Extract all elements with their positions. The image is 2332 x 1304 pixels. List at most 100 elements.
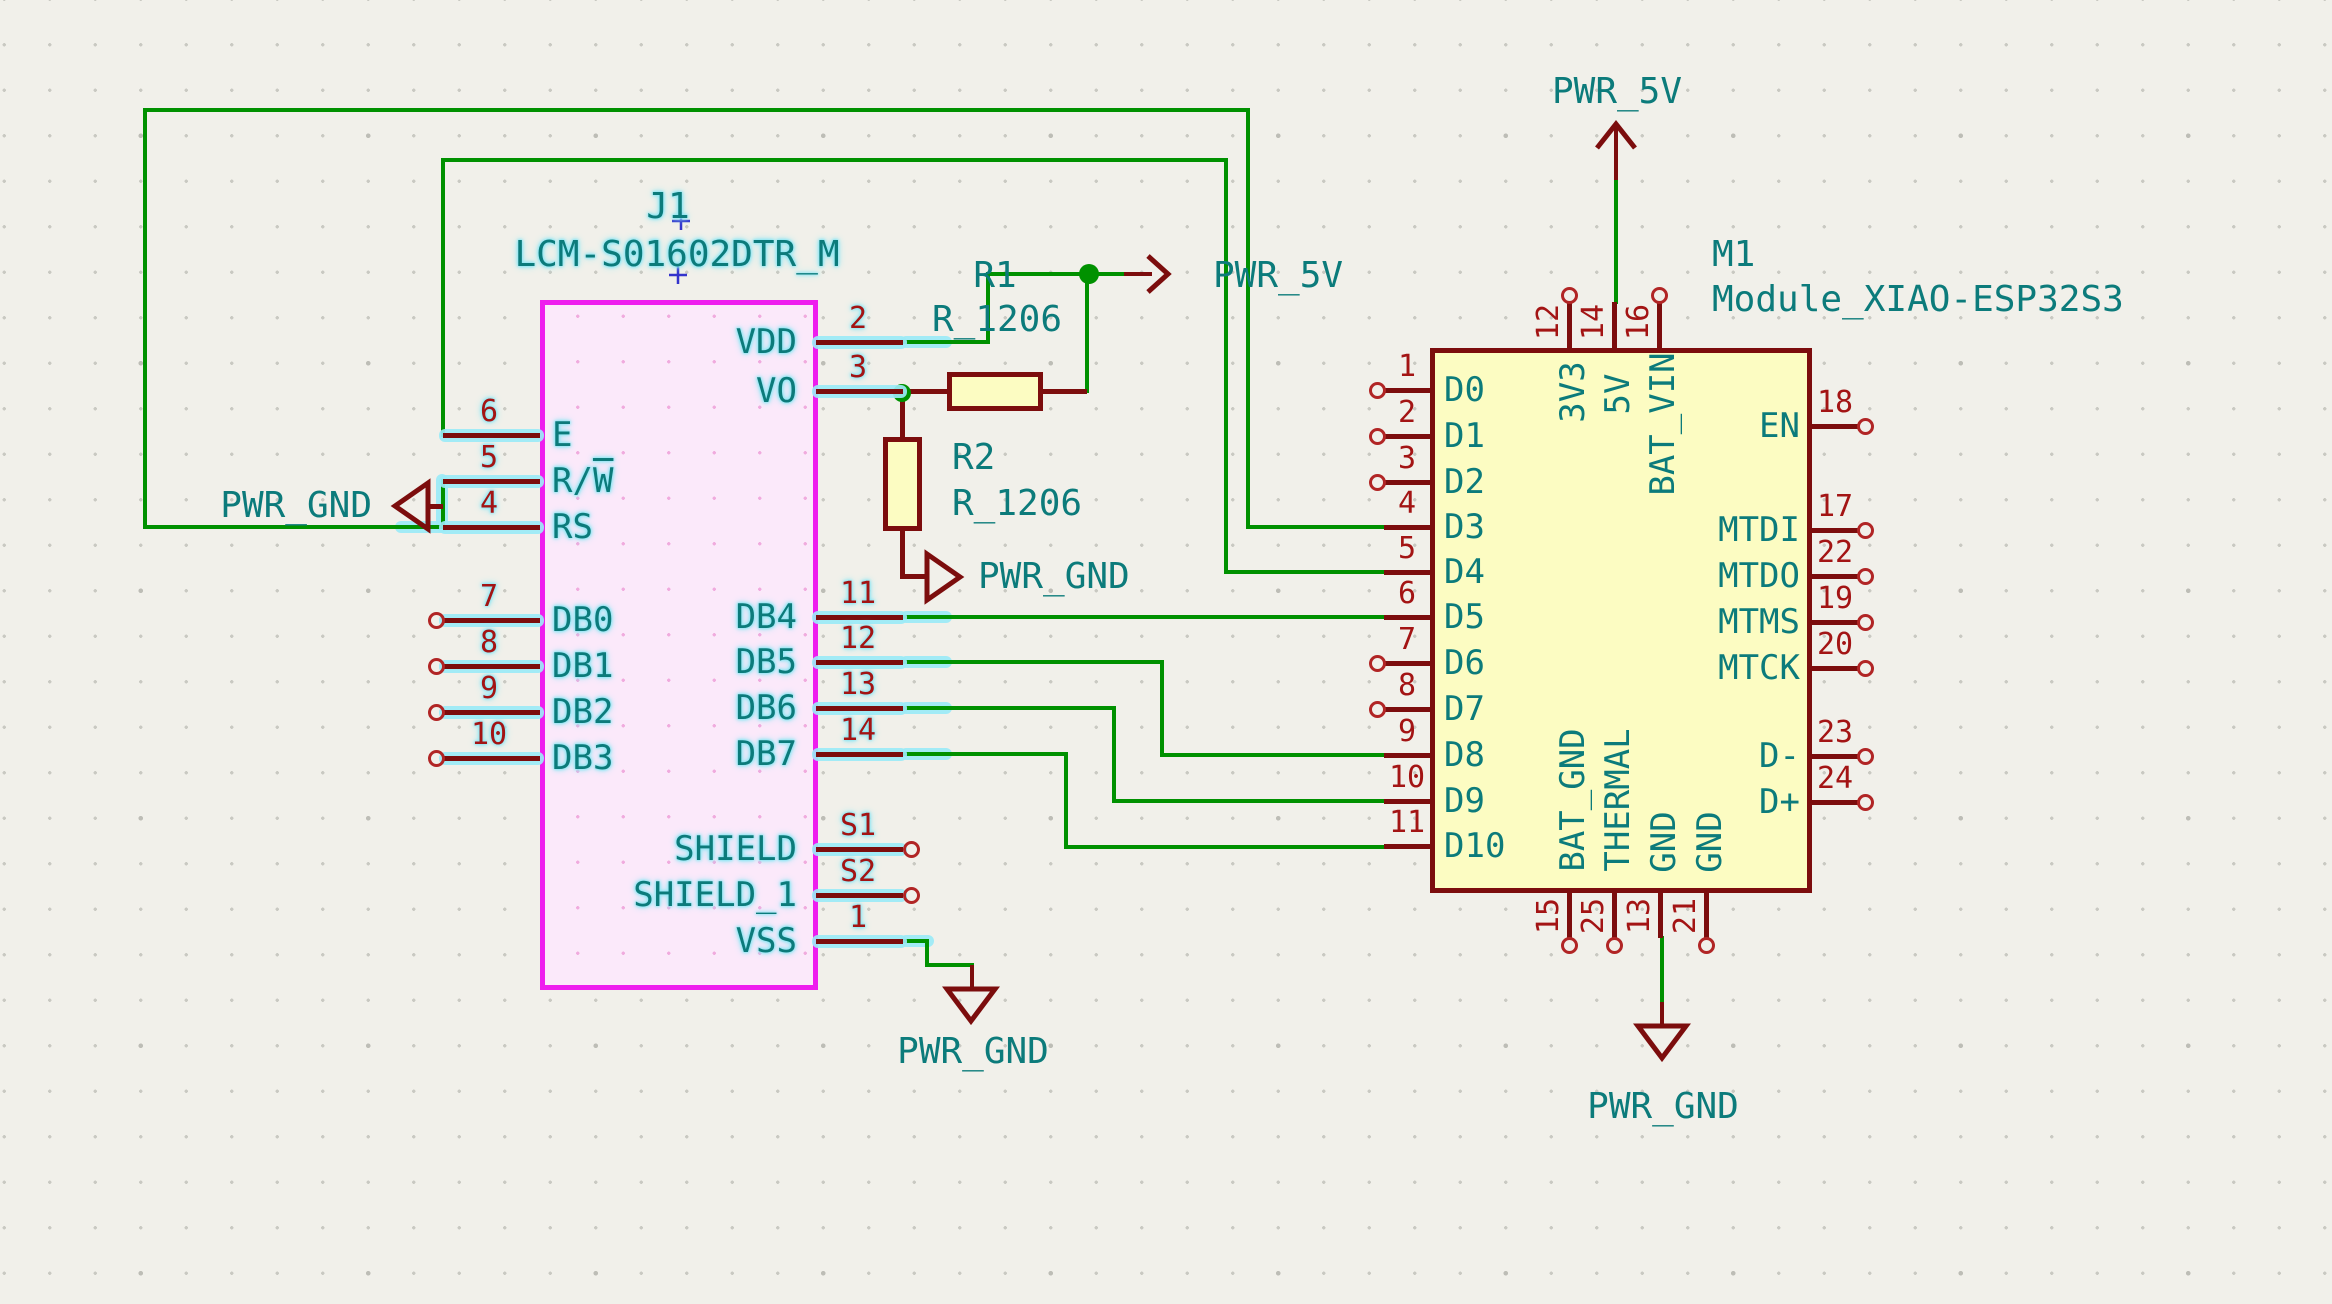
j1-pin-lead-S2[interactable]	[816, 893, 903, 898]
m1-5v-stem[interactable]	[1614, 126, 1618, 180]
wire-db4-d5[interactable]	[903, 615, 1387, 619]
junction-dot-5v[interactable]	[1079, 264, 1099, 284]
m1-xiao-esp32s3-body[interactable]	[1430, 348, 1812, 893]
wire-vss-out[interactable]	[903, 939, 929, 943]
j1-pin-lead-3[interactable]	[816, 389, 903, 394]
r2-gnd-lead[interactable]	[900, 574, 929, 579]
m1-pin-lead-11[interactable]	[1384, 844, 1430, 849]
wire-left-vertical[interactable]	[143, 108, 147, 529]
pwr-gnd-label-left[interactable]: PWR_GND	[220, 485, 372, 526]
wire-5v-row[interactable]	[986, 272, 1126, 276]
j1-pin-lead-14[interactable]	[816, 752, 903, 757]
pwr-gnd-left-anchor[interactable]	[426, 504, 443, 509]
wire-to-d10[interactable]	[1064, 845, 1387, 849]
pwr-5v-arrow-right-icon[interactable]	[1146, 254, 1172, 294]
wire-r1-up[interactable]	[1085, 272, 1089, 393]
j1-value[interactable]: LCM-S01602DTR_M	[514, 234, 840, 275]
m1-pin-lead-18[interactable]	[1812, 424, 1858, 429]
m1-reference[interactable]: M1	[1712, 234, 1756, 275]
j1-pin-lead-2[interactable]	[816, 340, 903, 345]
pwr-5v-right-stem[interactable]	[1124, 272, 1152, 276]
r1-value[interactable]: R_1206	[931, 299, 1063, 340]
j1-pin-lead-4[interactable]	[443, 525, 540, 530]
j1-pin-lead-1[interactable]	[816, 939, 903, 944]
j1-pin-lead-8[interactable]	[443, 664, 540, 669]
wire-to-d8[interactable]	[1160, 753, 1387, 757]
m1-pin-lead-5[interactable]	[1384, 570, 1430, 575]
r1-reference[interactable]: R1	[973, 255, 1017, 296]
m1-pin-lead-24[interactable]	[1812, 800, 1858, 805]
m1-pin-lead-16[interactable]	[1657, 302, 1662, 348]
wire-to-d3[interactable]	[1246, 525, 1387, 529]
pwr-5v-arrow-up-icon[interactable]	[1595, 119, 1637, 150]
wire-to-d4[interactable]	[1224, 570, 1387, 574]
wire-m1-gnd[interactable]	[1660, 936, 1664, 1004]
m1-pin-lead-7[interactable]	[1384, 661, 1430, 666]
r1-left-lead[interactable]	[902, 389, 949, 394]
m1-pin-lead-1[interactable]	[1384, 388, 1430, 393]
wire-db5-out[interactable]	[903, 660, 1164, 664]
j1-reference[interactable]: J1	[646, 186, 690, 227]
wire-vss-gnd[interactable]	[925, 963, 974, 967]
wire-to-d9[interactable]	[1112, 799, 1387, 803]
m1-pin-lead-21[interactable]	[1704, 893, 1709, 938]
pwr-gnd-triangle-down-vss-icon[interactable]	[942, 986, 1000, 1026]
m1-value[interactable]: Module_XIAO-ESP32S3	[1712, 279, 2124, 320]
pwr-gnd-label-vss[interactable]: PWR_GND	[897, 1031, 1049, 1072]
m1-pin-lead-9[interactable]	[1384, 753, 1430, 758]
m1-pin-lead-23[interactable]	[1812, 754, 1858, 759]
r2-bottom-lead[interactable]	[900, 529, 905, 579]
wire-db7-drop[interactable]	[1064, 752, 1068, 849]
wire-second-bus[interactable]	[441, 158, 1228, 162]
wire-vss-step[interactable]	[925, 939, 929, 967]
m1-pin-lead-19[interactable]	[1812, 620, 1858, 625]
r2-top-lead[interactable]	[900, 393, 905, 439]
pwr-gnd-triangle-left-icon[interactable]	[390, 478, 431, 534]
wire-db7-out[interactable]	[903, 752, 1068, 756]
m1-pin-lead-8[interactable]	[1384, 707, 1430, 712]
pwr-5v-label-m1[interactable]: PWR_5V	[1551, 71, 1683, 112]
m1-pin-lead-10[interactable]	[1384, 799, 1430, 804]
r1-resistor-body[interactable]	[947, 372, 1043, 411]
r2-value[interactable]: R_1206	[952, 483, 1083, 524]
j1-pin-lead-11[interactable]	[816, 615, 903, 620]
r1-right-lead[interactable]	[1041, 389, 1087, 394]
j1-pin-lead-9[interactable]	[443, 710, 540, 715]
wire-db6-out[interactable]	[903, 706, 1116, 710]
m1-pin-lead-12[interactable]	[1567, 302, 1572, 348]
wire-db5-drop[interactable]	[1160, 660, 1164, 757]
wire-vdd-up[interactable]	[986, 272, 990, 344]
j1-pin-lead-6[interactable]	[443, 433, 540, 438]
m1-pin-lead-14[interactable]	[1612, 302, 1617, 348]
m1-pin-lead-20[interactable]	[1812, 666, 1858, 671]
wire-m1-5v[interactable]	[1614, 178, 1618, 304]
m1-pin-lead-6[interactable]	[1384, 615, 1430, 620]
wire-enet-right-vertical[interactable]	[1224, 158, 1228, 574]
r2-resistor-body[interactable]	[883, 437, 922, 531]
m1-pin-lead-2[interactable]	[1384, 434, 1430, 439]
wire-db6-drop[interactable]	[1112, 706, 1116, 803]
pwr-gnd-label-r2[interactable]: PWR_GND	[978, 556, 1130, 597]
m1-pin-lead-17[interactable]	[1812, 528, 1858, 533]
j1-pin-lead-7[interactable]	[443, 618, 540, 623]
wire-e-vertical[interactable]	[441, 158, 445, 437]
j1-pin-lead-10[interactable]	[443, 756, 540, 761]
m1-pin-lead-25[interactable]	[1612, 893, 1617, 938]
r2-reference[interactable]: R2	[952, 437, 996, 478]
wire-rsnet-right-vertical[interactable]	[1246, 108, 1250, 529]
m1-pin-lead-22[interactable]	[1812, 574, 1858, 579]
j1-lcd-connector-body[interactable]	[540, 300, 818, 990]
j1-pin-lead-S1[interactable]	[816, 847, 903, 852]
j1-pin-lead-5[interactable]	[443, 479, 540, 484]
m1-pin-lead-3[interactable]	[1384, 480, 1430, 485]
m1-pin-lead-13[interactable]	[1658, 893, 1663, 938]
wire-vdd-out[interactable]	[903, 340, 990, 344]
wire-top-bus[interactable]	[143, 108, 1250, 112]
wire-rw-drop[interactable]	[441, 479, 445, 529]
vss-gnd-stem[interactable]	[970, 965, 974, 991]
j1-pin-lead-12[interactable]	[816, 660, 903, 665]
pwr-gnd-triangle-down-m1-icon[interactable]	[1633, 1023, 1691, 1063]
m1-pin-lead-4[interactable]	[1384, 525, 1430, 530]
m1-gnd-stem[interactable]	[1660, 1002, 1664, 1028]
pwr-5v-label-r1[interactable]: PWR_5V	[1213, 255, 1344, 296]
